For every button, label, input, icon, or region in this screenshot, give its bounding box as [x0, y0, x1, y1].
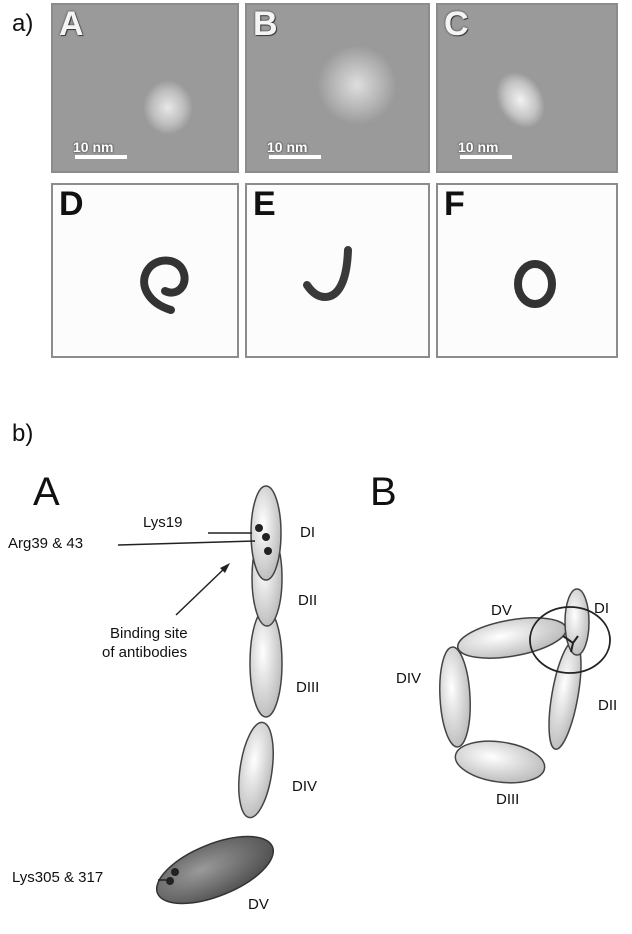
binding-site-label-2: of antibodies — [102, 644, 187, 661]
domain-label-dii: DII — [298, 592, 317, 609]
domain-dv-shape-b — [455, 611, 570, 666]
domain-dii-shape-b — [543, 639, 588, 752]
lys305-label: Lys305 & 317 — [12, 869, 103, 886]
domain-label-dv-b: DV — [491, 602, 512, 619]
domain-div-shape — [233, 720, 278, 820]
domain-div-shape-b — [437, 646, 472, 747]
domain-label-div: DIV — [292, 778, 317, 795]
domain-diii-shape-b — [453, 736, 548, 788]
domain-label-dii-b: DII — [598, 697, 617, 714]
domain-label-dv: DV — [248, 896, 269, 913]
lys19-label: Lys19 — [143, 514, 182, 531]
arg39-label: Arg39 & 43 — [8, 535, 83, 552]
domain-label-di: DI — [300, 524, 315, 541]
domain-label-diii-b: DIII — [496, 791, 519, 808]
domain-label-diii: DIII — [296, 679, 319, 696]
domain-label-di-b: DI — [594, 600, 609, 617]
binding-site-label: Binding site — [110, 625, 188, 642]
model-b-letter: B — [370, 470, 397, 515]
domain-label-div-b: DIV — [396, 670, 421, 687]
domain-di-shape-b — [565, 589, 589, 655]
